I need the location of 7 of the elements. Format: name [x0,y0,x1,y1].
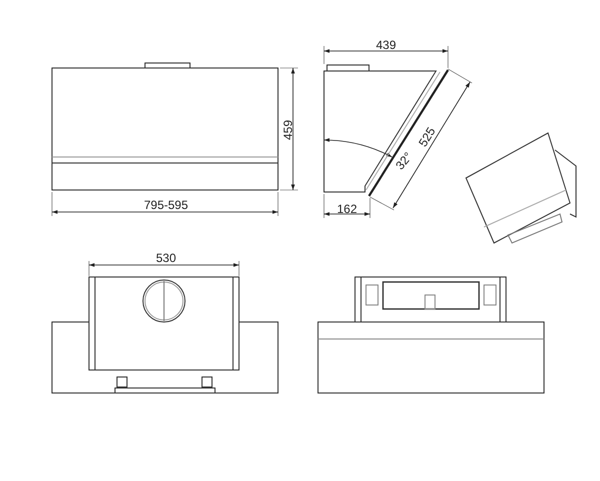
dimension-label: 795-595 [144,199,188,211]
dimension-label: 525 [416,125,438,149]
dimension-label: 162 [336,203,358,215]
dimension-label: 32° [394,150,414,172]
dimension-label: 530 [156,252,176,264]
dimension-label: 459 [282,120,294,140]
dimension-label: 439 [376,39,396,51]
